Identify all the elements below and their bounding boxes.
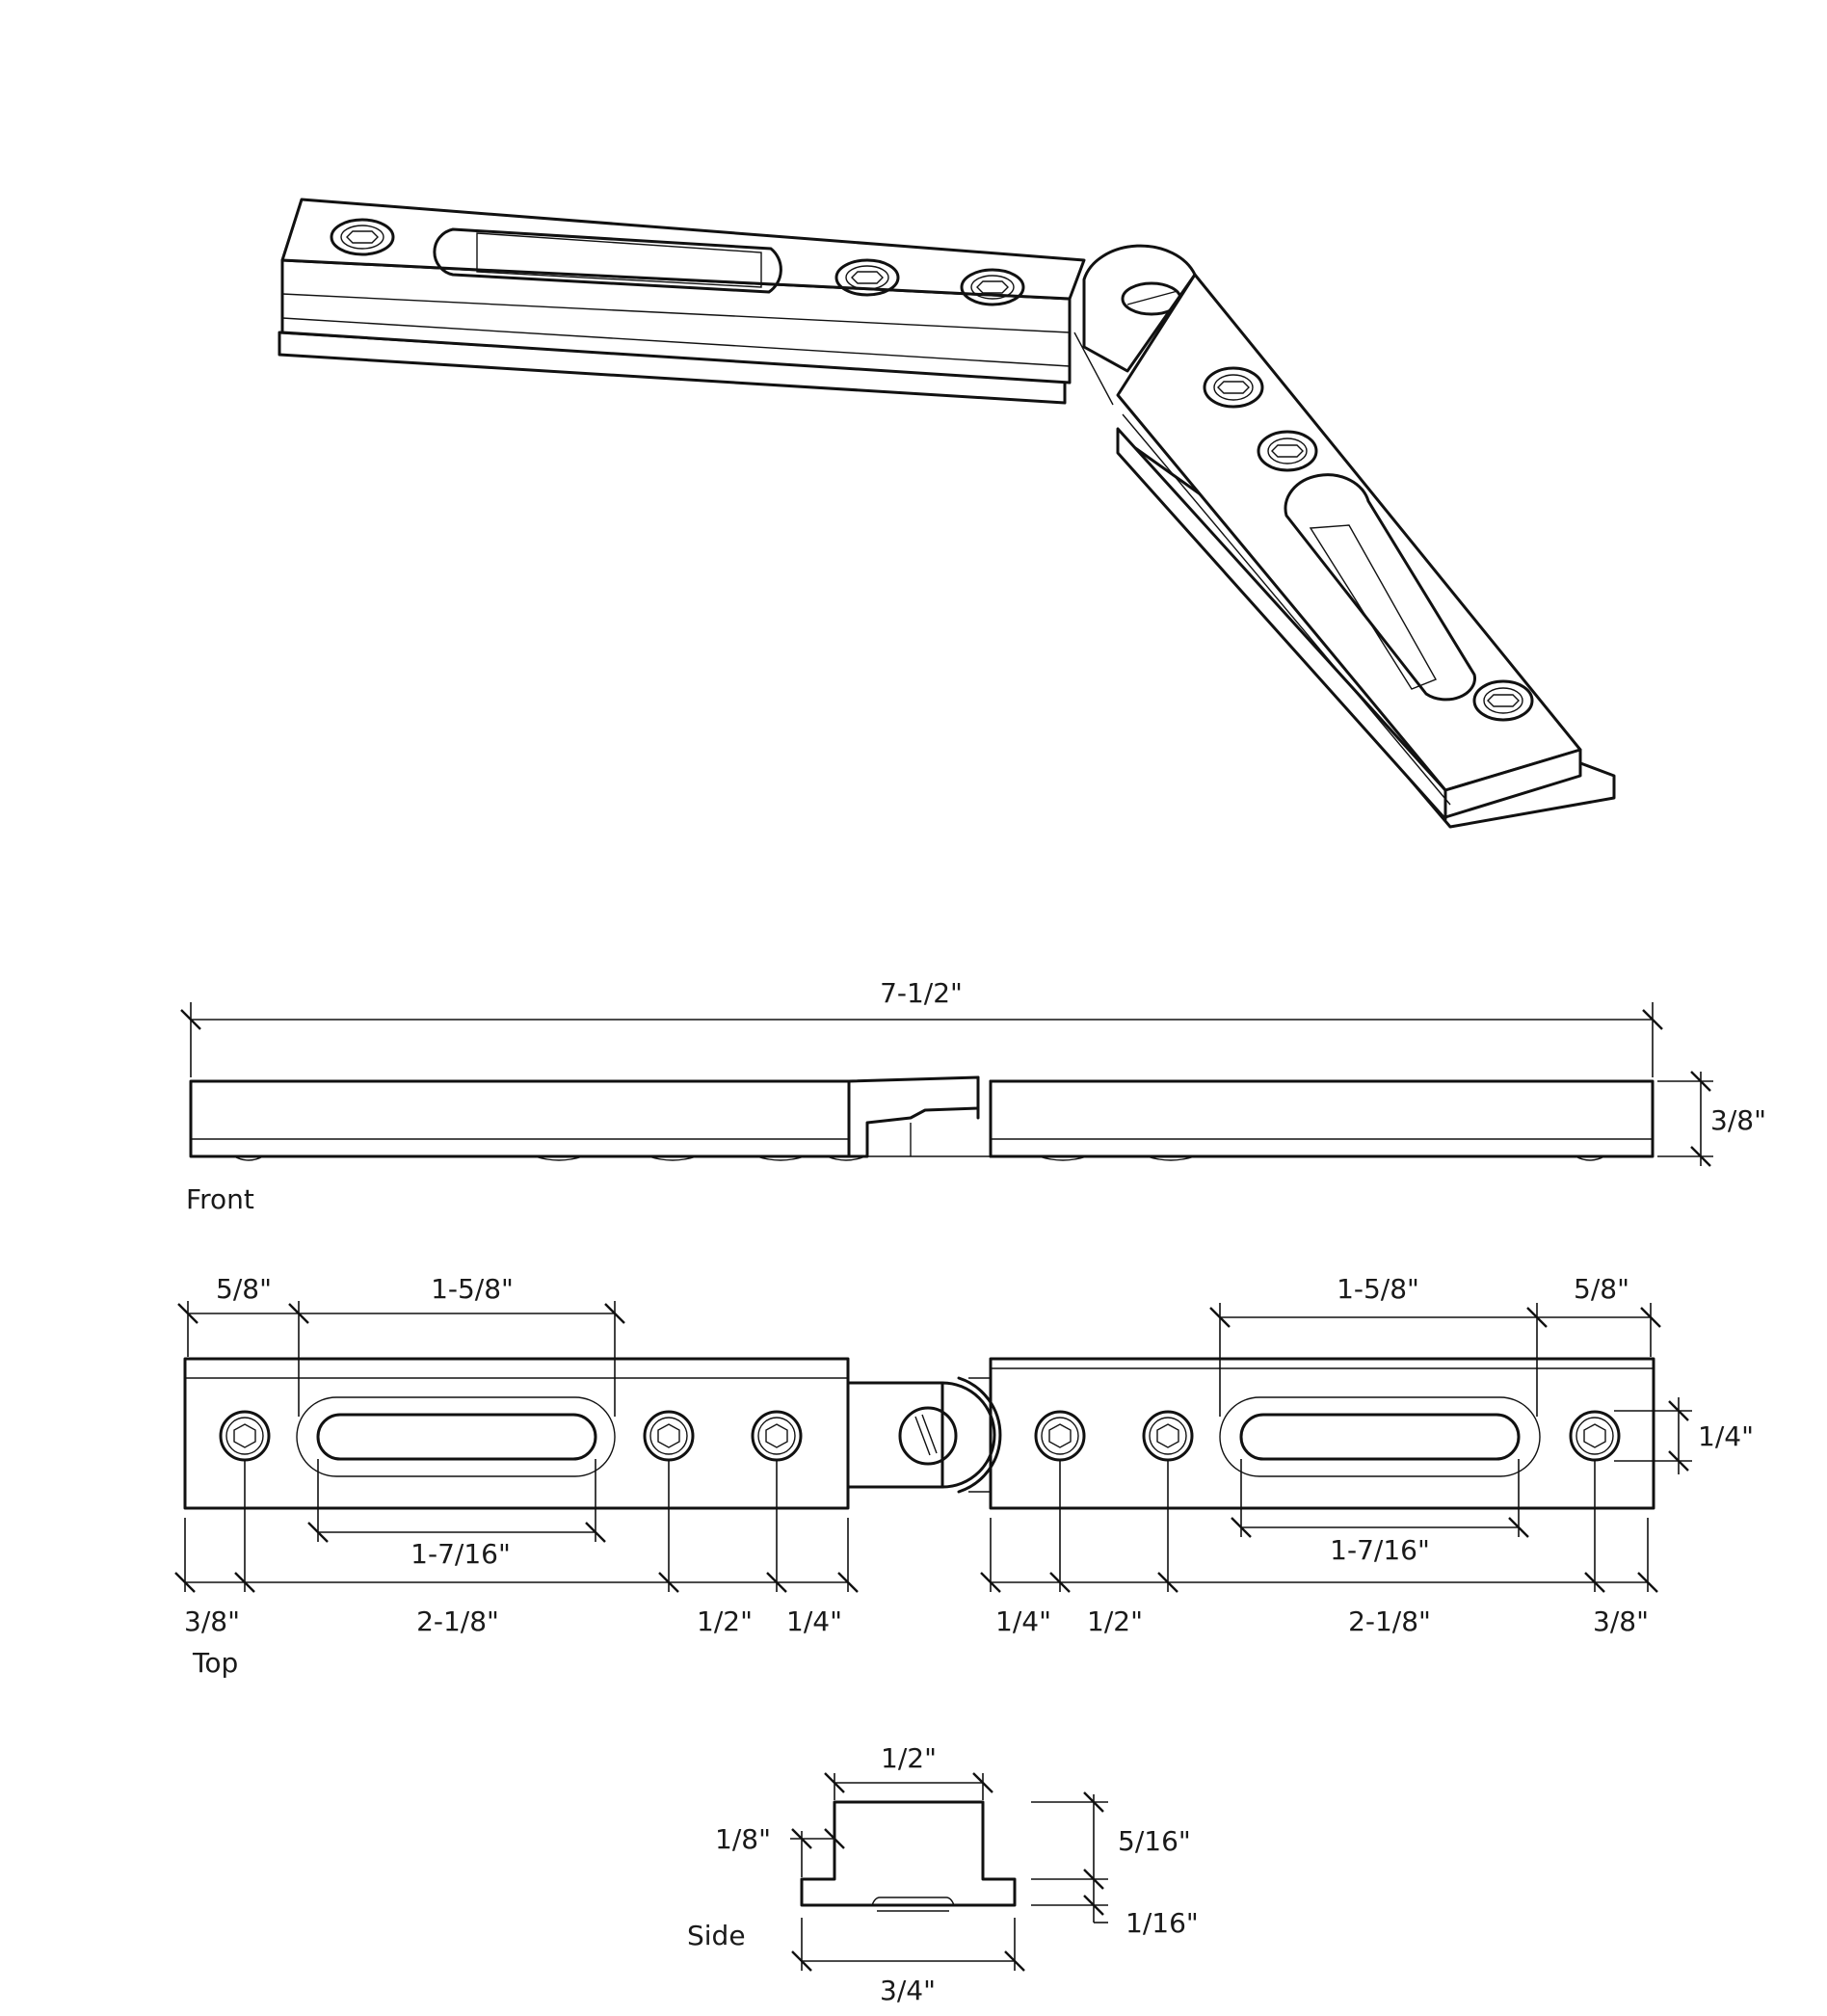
dim-top-left-end-to-hole: 3/8" [184,1605,240,1637]
iso-screw-4 [1203,366,1264,409]
iso-screw-1 [330,218,395,256]
view-label-front: Front [186,1183,254,1215]
top-right-bar [989,1357,1655,1510]
front-view: 7-1/2" 3/8" [180,977,1766,1215]
dim-top-left-edge-to-slot: 5/8" [216,1273,272,1305]
dim-top-right-slot-length: 1-5/8" [1337,1273,1419,1305]
dim-top-right-hole-to-end: 3/8" [1593,1605,1649,1637]
iso-screw-2 [834,258,900,297]
dim-front-height: 3/8" [1710,1104,1766,1136]
dim-top-left-slot-length: 1-5/8" [431,1273,514,1305]
view-label-side: Side [687,1920,746,1951]
iso-left-arm [278,198,1086,405]
top-left-features [219,1396,803,1477]
dim-top-left-hole-to-hole: 1/2" [697,1605,753,1637]
dim-side-upper-height: 5/16" [1118,1825,1191,1857]
dim-top-right-hole-to-hole: 1/2" [1087,1605,1143,1637]
iso-screw-5 [1257,430,1318,472]
iso-screw-3 [960,268,1025,306]
top-left-bar [183,1357,850,1510]
iso-knuckle [1073,244,1197,406]
dim-top-right-edge-to-slot: 5/8" [1574,1273,1629,1305]
dim-side-base-width: 3/4" [880,1975,936,2006]
iso-right-arm [1116,273,1616,829]
dim-top-right-hole-diameter: 1/4" [1698,1420,1754,1452]
dim-top-left-hole-spacing: 2-1/8" [416,1605,499,1637]
dim-top-left-hole-to-end: 1/4" [786,1605,842,1637]
dim-top-right-end-to-hole: 1/4" [995,1605,1051,1637]
dim-side-step: 1/8" [715,1823,771,1855]
iso-screw-6 [1472,679,1534,722]
dim-side-top-width: 1/2" [881,1742,937,1774]
view-label-top: Top [192,1647,238,1679]
side-profile [800,1800,1017,1907]
top-right-features [1034,1396,1621,1477]
front-body [189,1075,1655,1161]
top-view: 5/8" 1-5/8" 1-5/8" 5/8" 1/4" 1-7/16" 1-7… [174,1273,1754,1679]
dim-front-overall-length: 7-1/2" [880,977,963,1009]
top-knuckle [846,1376,1002,1494]
dim-side-base-height: 1/16" [1125,1907,1199,1939]
dim-top-right-hole-spacing: 2-1/8" [1348,1605,1431,1637]
side-view: 1/2" 1/8" 5/16" 1/16" 3/4" Side [687,1742,1199,2006]
dim-top-left-slot-inner: 1-7/16" [410,1538,511,1570]
isometric-view [278,198,1616,829]
dim-top-right-slot-inner: 1-7/16" [1330,1534,1430,1566]
